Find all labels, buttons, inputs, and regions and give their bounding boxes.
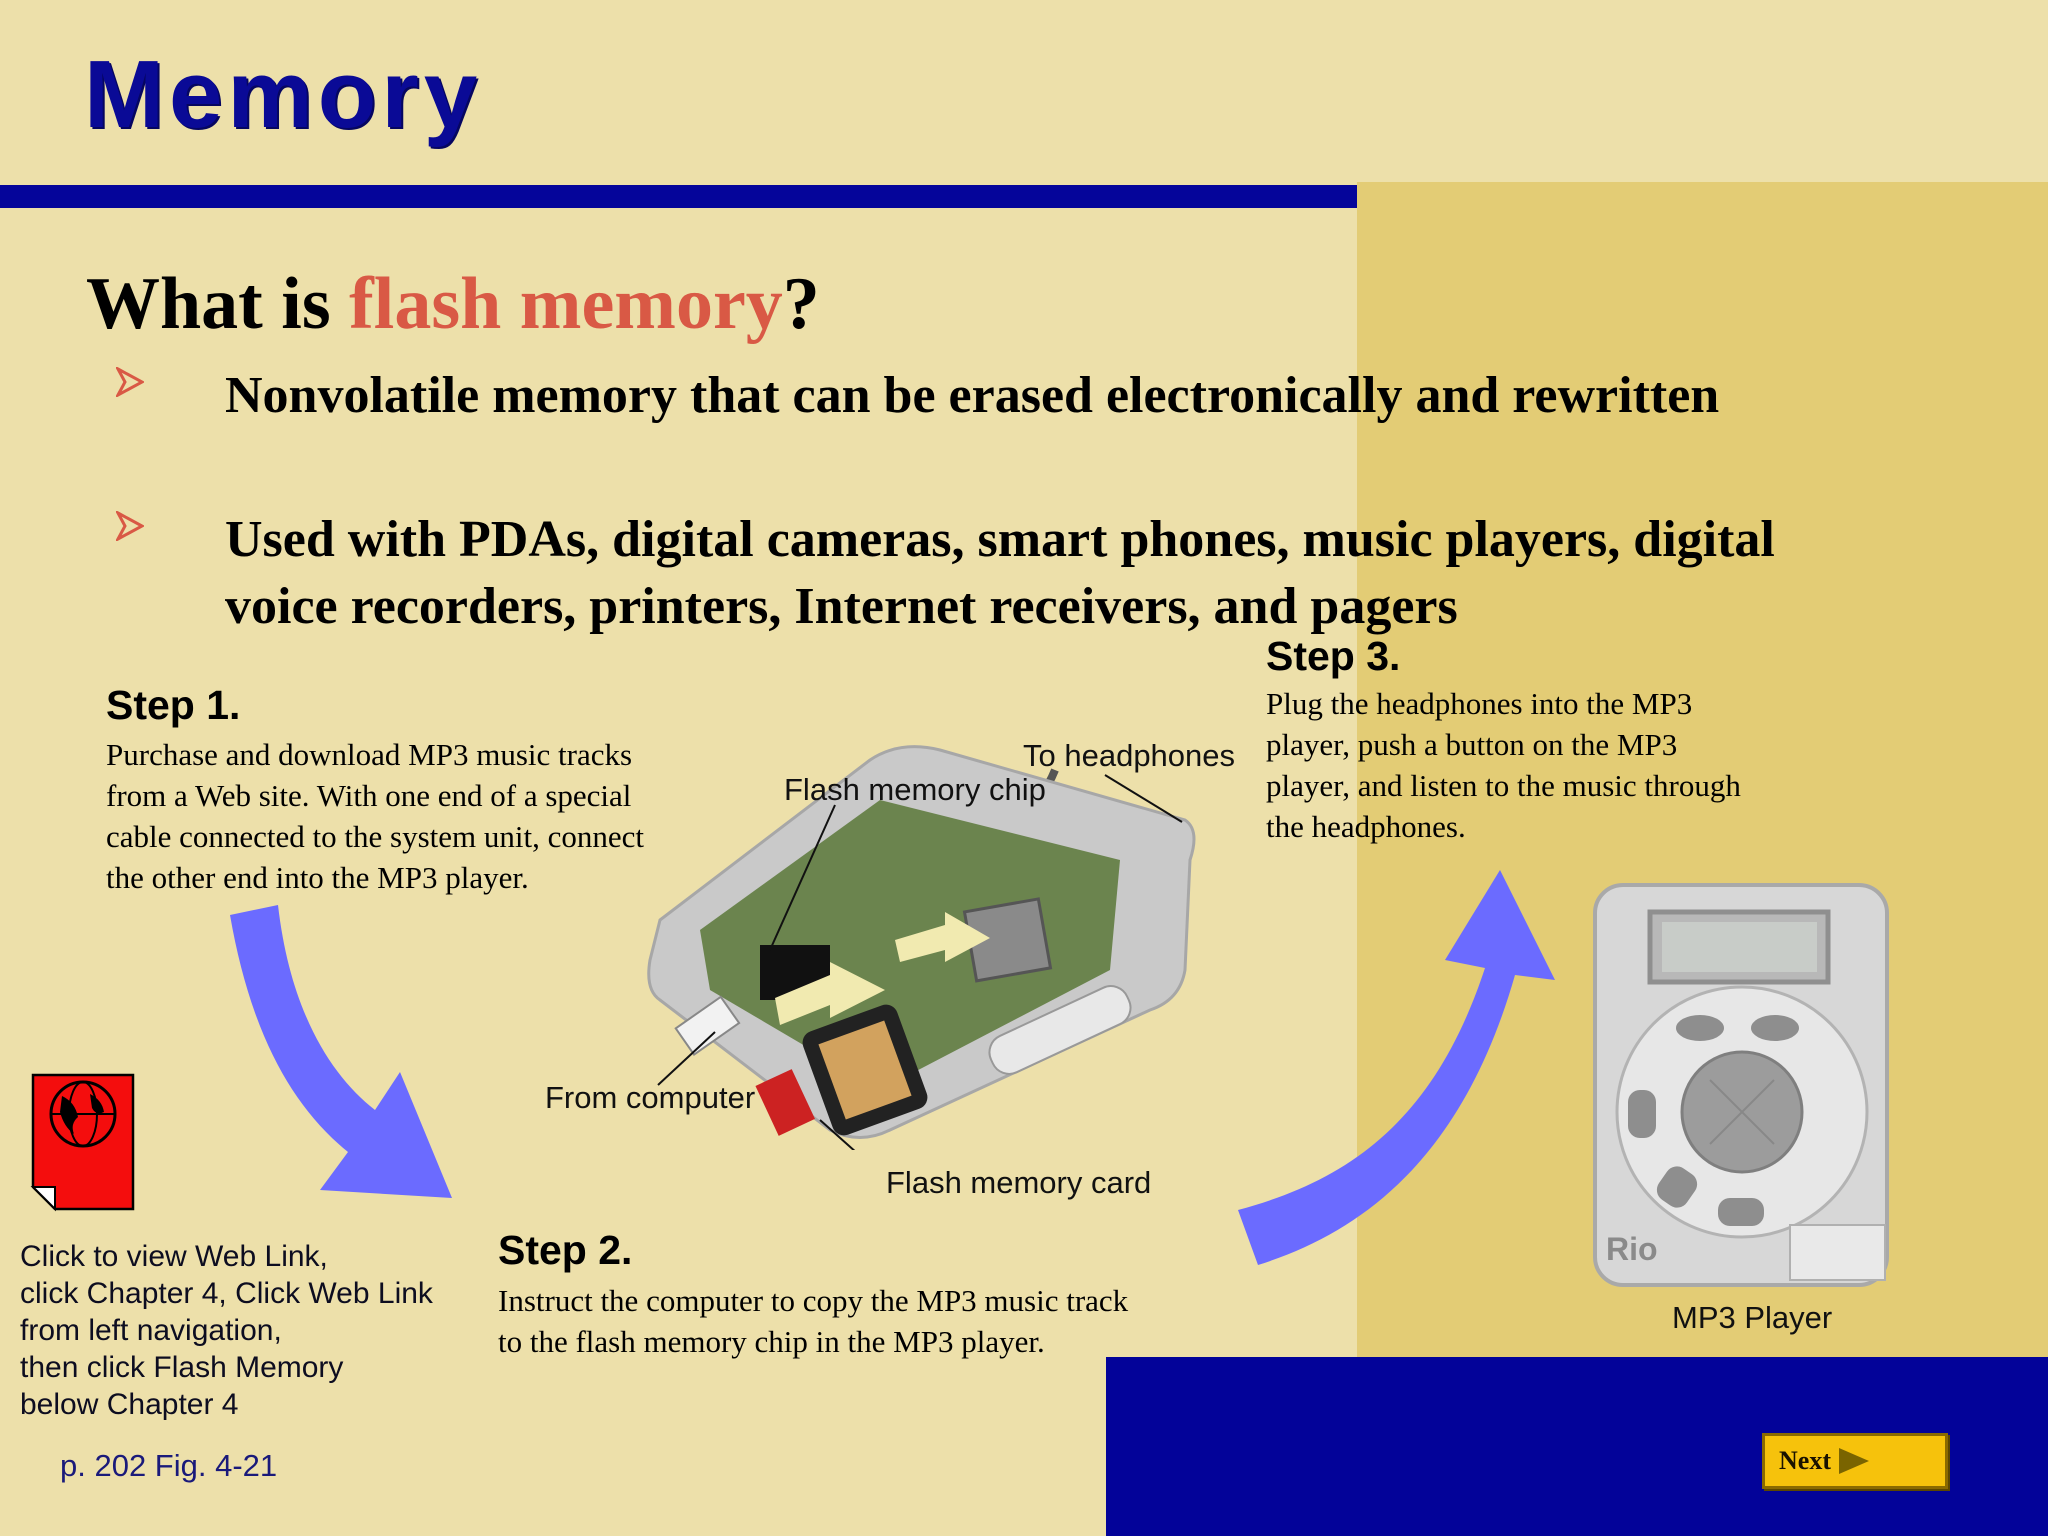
label-flash-memory-chip: Flash memory chip [784, 772, 1046, 807]
flow-arrow-3-icon [1238, 870, 1555, 1265]
heading-highlight: flash memory [349, 263, 783, 345]
flash-device-illustration [647, 745, 1196, 1150]
bullet-2-line: voice recorders, printers, Internet rece… [225, 578, 1458, 635]
web-link-note-line: then click Flash Memory [20, 1351, 344, 1384]
step-3-line: the headphones. [1266, 809, 1466, 844]
next-button[interactable]: Next [1762, 1433, 1948, 1489]
label-to-headphones: To headphones [1023, 738, 1236, 773]
bullet-1-line: Nonvolatile memory that can be erased el… [225, 367, 1720, 424]
step-1-line: from a Web site. With one end of a speci… [106, 778, 632, 813]
step-2-line: to the flash memory chip in the MP3 play… [498, 1324, 1045, 1359]
web-link-note-line: from left navigation, [20, 1314, 282, 1347]
next-button-label: Next [1779, 1446, 1831, 1475]
step-3-line: Plug the headphones into the MP3 [1266, 686, 1693, 721]
label-mp3-player: MP3 Player [1672, 1300, 1833, 1335]
bullet-2-arrow-icon [114, 509, 146, 546]
step-1-body: Purchase and download MP3 music tracks f… [106, 734, 644, 898]
bullet-1-text: Nonvolatile memory that can be erased el… [225, 362, 1719, 429]
bullet-1-arrow-icon [114, 365, 146, 402]
step-1-line: Purchase and download MP3 music tracks [106, 737, 633, 772]
mp3-player-illustration: Rio [1593, 883, 1889, 1287]
heading-suffix: ? [782, 263, 820, 345]
step-3-body: Plug the headphones into the MP3 player,… [1266, 683, 1741, 847]
step-1-line: the other end into the MP3 player. [106, 860, 529, 895]
web-link-instructions: Click to view Web Link, click Chapter 4,… [20, 1238, 433, 1423]
slide-title: Memory [84, 41, 483, 148]
page-reference: p. 202 Fig. 4-21 [60, 1448, 278, 1483]
bullet-2-line: Used with PDAs, digital cameras, smart p… [225, 511, 1775, 568]
mp3-player-brand: Rio [1606, 1231, 1658, 1267]
next-arrow-icon [1838, 1448, 1869, 1474]
section-heading: What is flash memory? [86, 262, 820, 347]
step-2-line: Instruct the computer to copy the MP3 mu… [498, 1283, 1129, 1318]
step-3-line: player, push a button on the MP3 [1266, 727, 1678, 762]
step-2-title: Step 2. [498, 1227, 633, 1273]
step-1-line: cable connected to the system unit, conn… [106, 819, 645, 854]
label-from-computer: From computer [545, 1080, 756, 1115]
step-3-line: player, and listen to the music through [1266, 768, 1741, 803]
label-flash-memory-card: Flash memory card [886, 1165, 1152, 1200]
web-link-note-line: below Chapter 4 [20, 1388, 239, 1421]
web-link-icon[interactable] [30, 1072, 136, 1212]
web-link-note-line: Click to view Web Link, [20, 1240, 328, 1273]
title-rule [0, 185, 1357, 208]
bullet-2-text: Used with PDAs, digital cameras, smart p… [225, 506, 1775, 640]
step-3-title: Step 3. [1266, 633, 1401, 679]
step-2-body: Instruct the computer to copy the MP3 mu… [498, 1280, 1128, 1362]
flow-arrow-1-icon [230, 905, 452, 1198]
heading-prefix: What is [86, 263, 350, 345]
web-link-note-line: click Chapter 4, Click Web Link [20, 1277, 433, 1310]
step-1-title: Step 1. [106, 682, 241, 728]
